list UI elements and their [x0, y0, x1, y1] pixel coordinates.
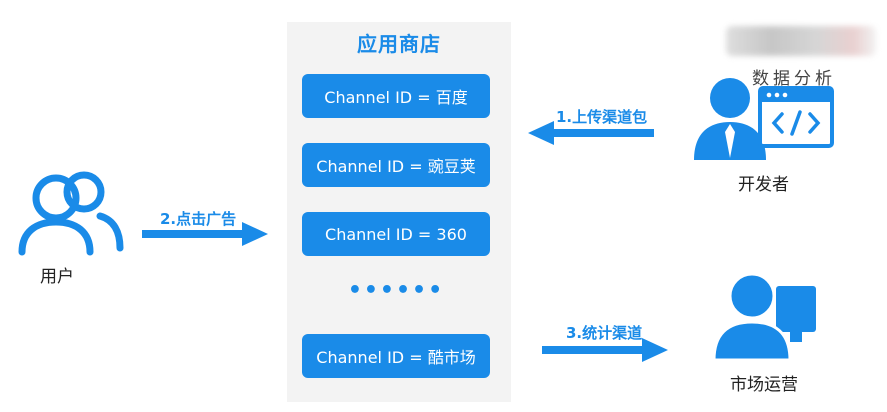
channel-360: Channel ID = 360 — [302, 212, 490, 256]
developer-label: 开发者 — [738, 175, 789, 195]
step-count-label: 3.统计渠道 — [566, 324, 643, 342]
marketing-label: 市场运营 — [730, 375, 798, 395]
developer-icon — [694, 78, 834, 160]
blurred-watermark — [726, 26, 876, 56]
user-label: 用户 — [40, 267, 74, 287]
users-icon — [18, 171, 124, 256]
app-store-title: 应用商店 — [357, 32, 441, 56]
step-upload-label: 1.上传渠道包 — [556, 108, 648, 126]
arrow-left-icon — [528, 121, 654, 145]
arrow-right-icon — [142, 222, 268, 246]
channel-coolmarket: Channel ID = 酷市场 — [302, 334, 490, 378]
step-click-ad-label: 2.点击广告 — [160, 210, 237, 228]
channel-baidu: Channel ID = 百度 — [302, 74, 490, 118]
channel-ellipsis: •••••• — [347, 278, 445, 303]
channel-wandoujia: Channel ID = 豌豆荚 — [302, 143, 490, 187]
watermark-text: 数据分析 — [752, 69, 836, 89]
operator-icon — [712, 272, 816, 360]
arrow-right-icon — [542, 338, 668, 362]
